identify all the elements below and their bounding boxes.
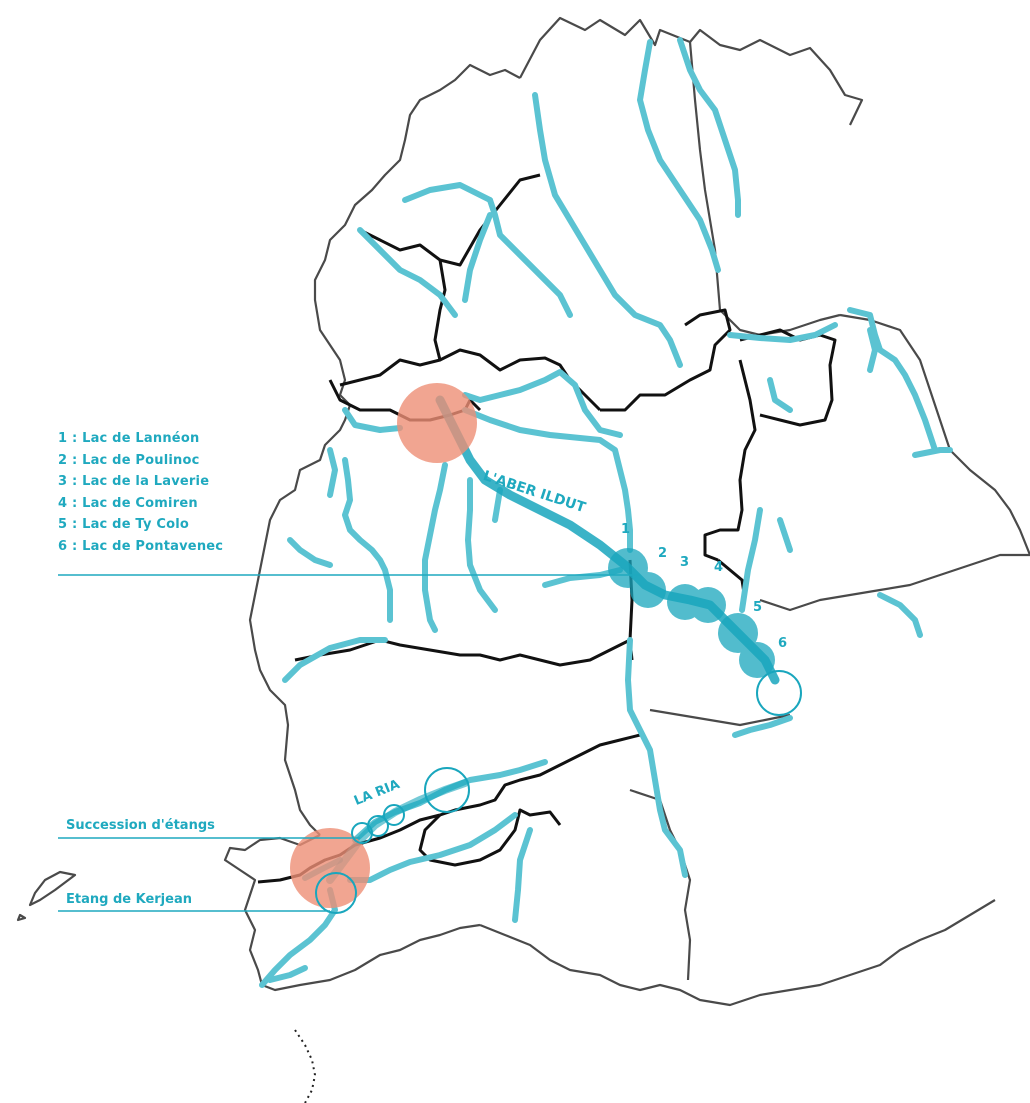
leader-lines — [58, 574, 640, 912]
outline-circle-ria-4 — [383, 804, 405, 826]
lake-number-5: 5 — [753, 600, 763, 615]
lake-number-1: 1 — [621, 522, 631, 537]
lake-number-3: 3 — [680, 555, 690, 570]
rivers-light — [259, 37, 953, 988]
legend-item: 3 : Lac de la Laverie — [58, 474, 210, 490]
outline-circle-ria-1 — [424, 767, 470, 813]
legend-item: 5 : Lac de Ty Colo — [58, 517, 190, 533]
outline-circle-ria-3 — [367, 815, 389, 837]
lake-markers — [608, 548, 775, 678]
dotted-boundary — [294, 1029, 317, 1103]
legend-item: 2 : Lac de Poulinoc — [58, 452, 200, 468]
lake-marker-6 — [739, 642, 775, 678]
hotspot-circle-north — [397, 383, 477, 463]
lake-marker-2 — [630, 572, 666, 608]
legend-item: 6 : Lac de Pontavenec — [58, 538, 224, 554]
callout-succession-etangs: Succession d'étangs — [66, 818, 215, 833]
lake-marker-4 — [690, 587, 726, 623]
outline-circles — [315, 670, 802, 914]
legend-item: 4 : Lac de Comiren — [58, 495, 198, 511]
hotspot-circle-south — [290, 828, 370, 908]
lake-number-2: 2 — [658, 546, 668, 561]
outline-circle-kerjean — [315, 872, 357, 914]
lake-number-4: 4 — [714, 560, 724, 575]
lake-number-6: 6 — [778, 636, 788, 651]
callout-etang-kerjean: Etang de Kerjean — [66, 892, 192, 907]
legend-item: 1 : Lac de Lannéon — [58, 431, 200, 446]
lakes-legend: 1 : Lac de Lannéon 2 : Lac de Poulinoc 3… — [58, 428, 223, 558]
outline-circle-pontavenec-downstream — [756, 670, 802, 716]
lake-marker-5 — [718, 613, 758, 653]
